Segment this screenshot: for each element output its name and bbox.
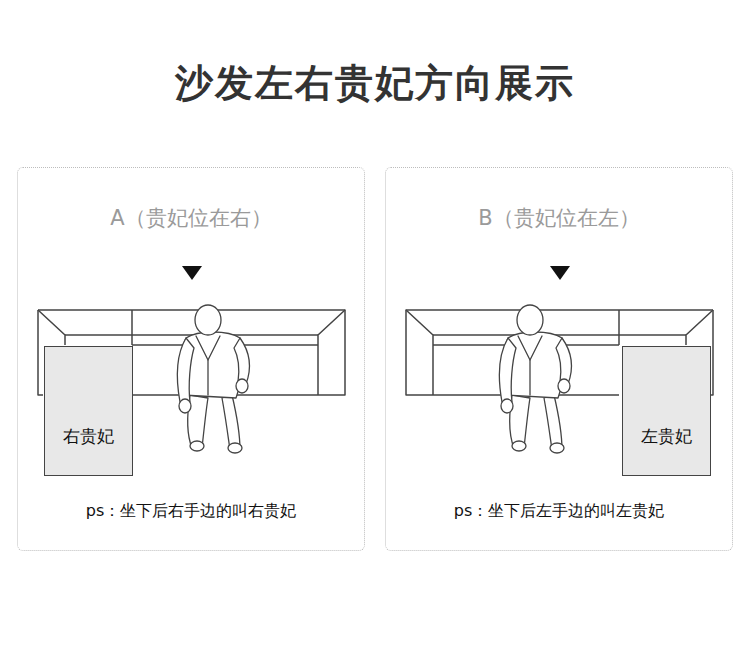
person-a	[178, 305, 250, 453]
panel-heading: A（贵妃位在右）	[18, 204, 364, 232]
chaise-label: 右贵妃	[45, 425, 132, 448]
page-title: 沙发左右贵妃方向展示	[0, 58, 750, 109]
pointer-triangle	[550, 266, 570, 280]
panel-heading: B（贵妃位在左）	[386, 204, 732, 232]
option-panel: B（贵妃位在左） ps：坐下后左手边的叫左贵妃 左贵妃	[385, 167, 733, 551]
option-panel: A（贵妃位在右） ps：坐下后右手边的叫右贵妃 右贵妃	[17, 167, 365, 551]
panel-note: ps：坐下后左手边的叫左贵妃	[386, 501, 732, 522]
chaise-section: 右贵妃	[44, 346, 133, 476]
person-b	[500, 305, 572, 453]
pointer-triangle	[182, 266, 202, 280]
chaise-label: 左贵妃	[623, 425, 710, 448]
panel-note: ps：坐下后右手边的叫右贵妃	[18, 501, 364, 522]
chaise-section: 左贵妃	[622, 346, 711, 476]
